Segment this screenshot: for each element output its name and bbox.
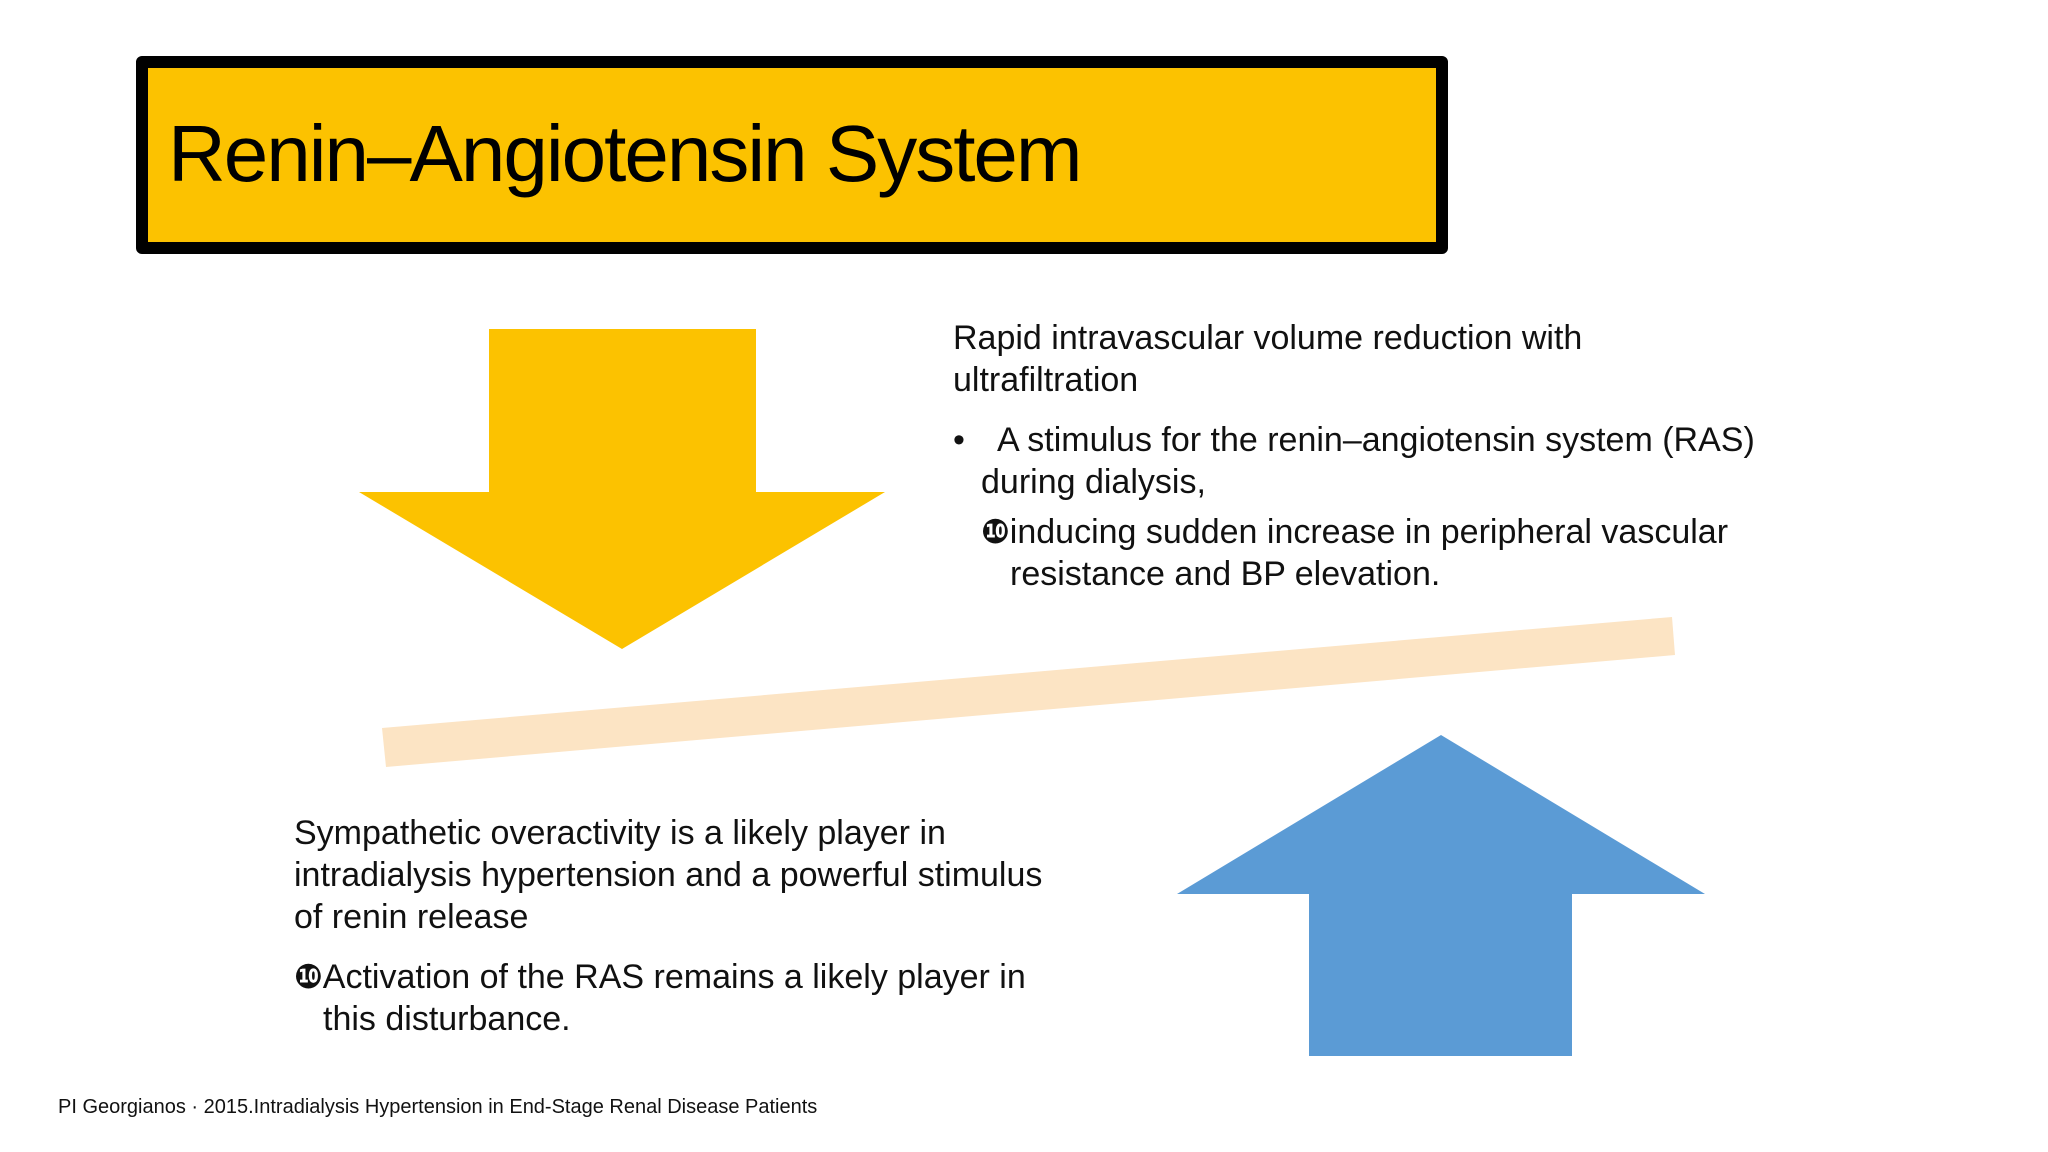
slide-title: Renin–Angiotensin System [168,109,1083,198]
bottom-text-block: Sympathetic overactivity is a likely pla… [294,812,1194,1040]
bottom-sub-line2: this disturbance. [323,1000,571,1038]
bullet-icon: • [953,421,965,459]
up-arrow-icon [1177,735,1705,1056]
numbered-marker-icon: ❿ [981,513,1010,551]
numbered-marker-icon: ❿ [294,958,323,996]
top-bullet-line2: during dialysis, [981,463,1206,501]
top-text-block: Rapid intravascular volume reduction wit… [953,317,1853,595]
top-sub-line2: resistance and BP elevation. [1010,555,1441,593]
top-heading-line1: Rapid intravascular volume reduction wit… [953,319,1583,357]
citation-footer: PI Georgianos · 2015.Intradialysis Hyper… [58,1096,818,1118]
title-banner: Renin–Angiotensin System [136,56,1448,254]
bottom-line2: intradialysis hypertension and a powerfu… [294,856,1043,894]
top-bullet-line1: A stimulus for the renin–angiotensin sys… [997,421,1755,459]
top-heading-line2: ultrafiltration [953,361,1139,399]
top-bullet-item: • A stimulus for the renin–angiotensin sy… [953,419,1853,461]
bottom-line3: of renin release [294,898,529,936]
balance-beam-bar [382,617,1675,767]
bottom-line1: Sympathetic overactivity is a likely pla… [294,814,946,852]
bottom-sub-line1: Activation of the RAS remains a likely p… [322,958,1026,996]
bottom-sub-item: ❿Activation of the RAS remains a likely … [294,956,1194,998]
top-sub-item: ❿inducing sudden increase in peripheral … [953,511,1853,553]
top-sub-line1: inducing sudden increase in peripheral v… [1009,513,1729,551]
down-arrow-icon [359,329,885,649]
